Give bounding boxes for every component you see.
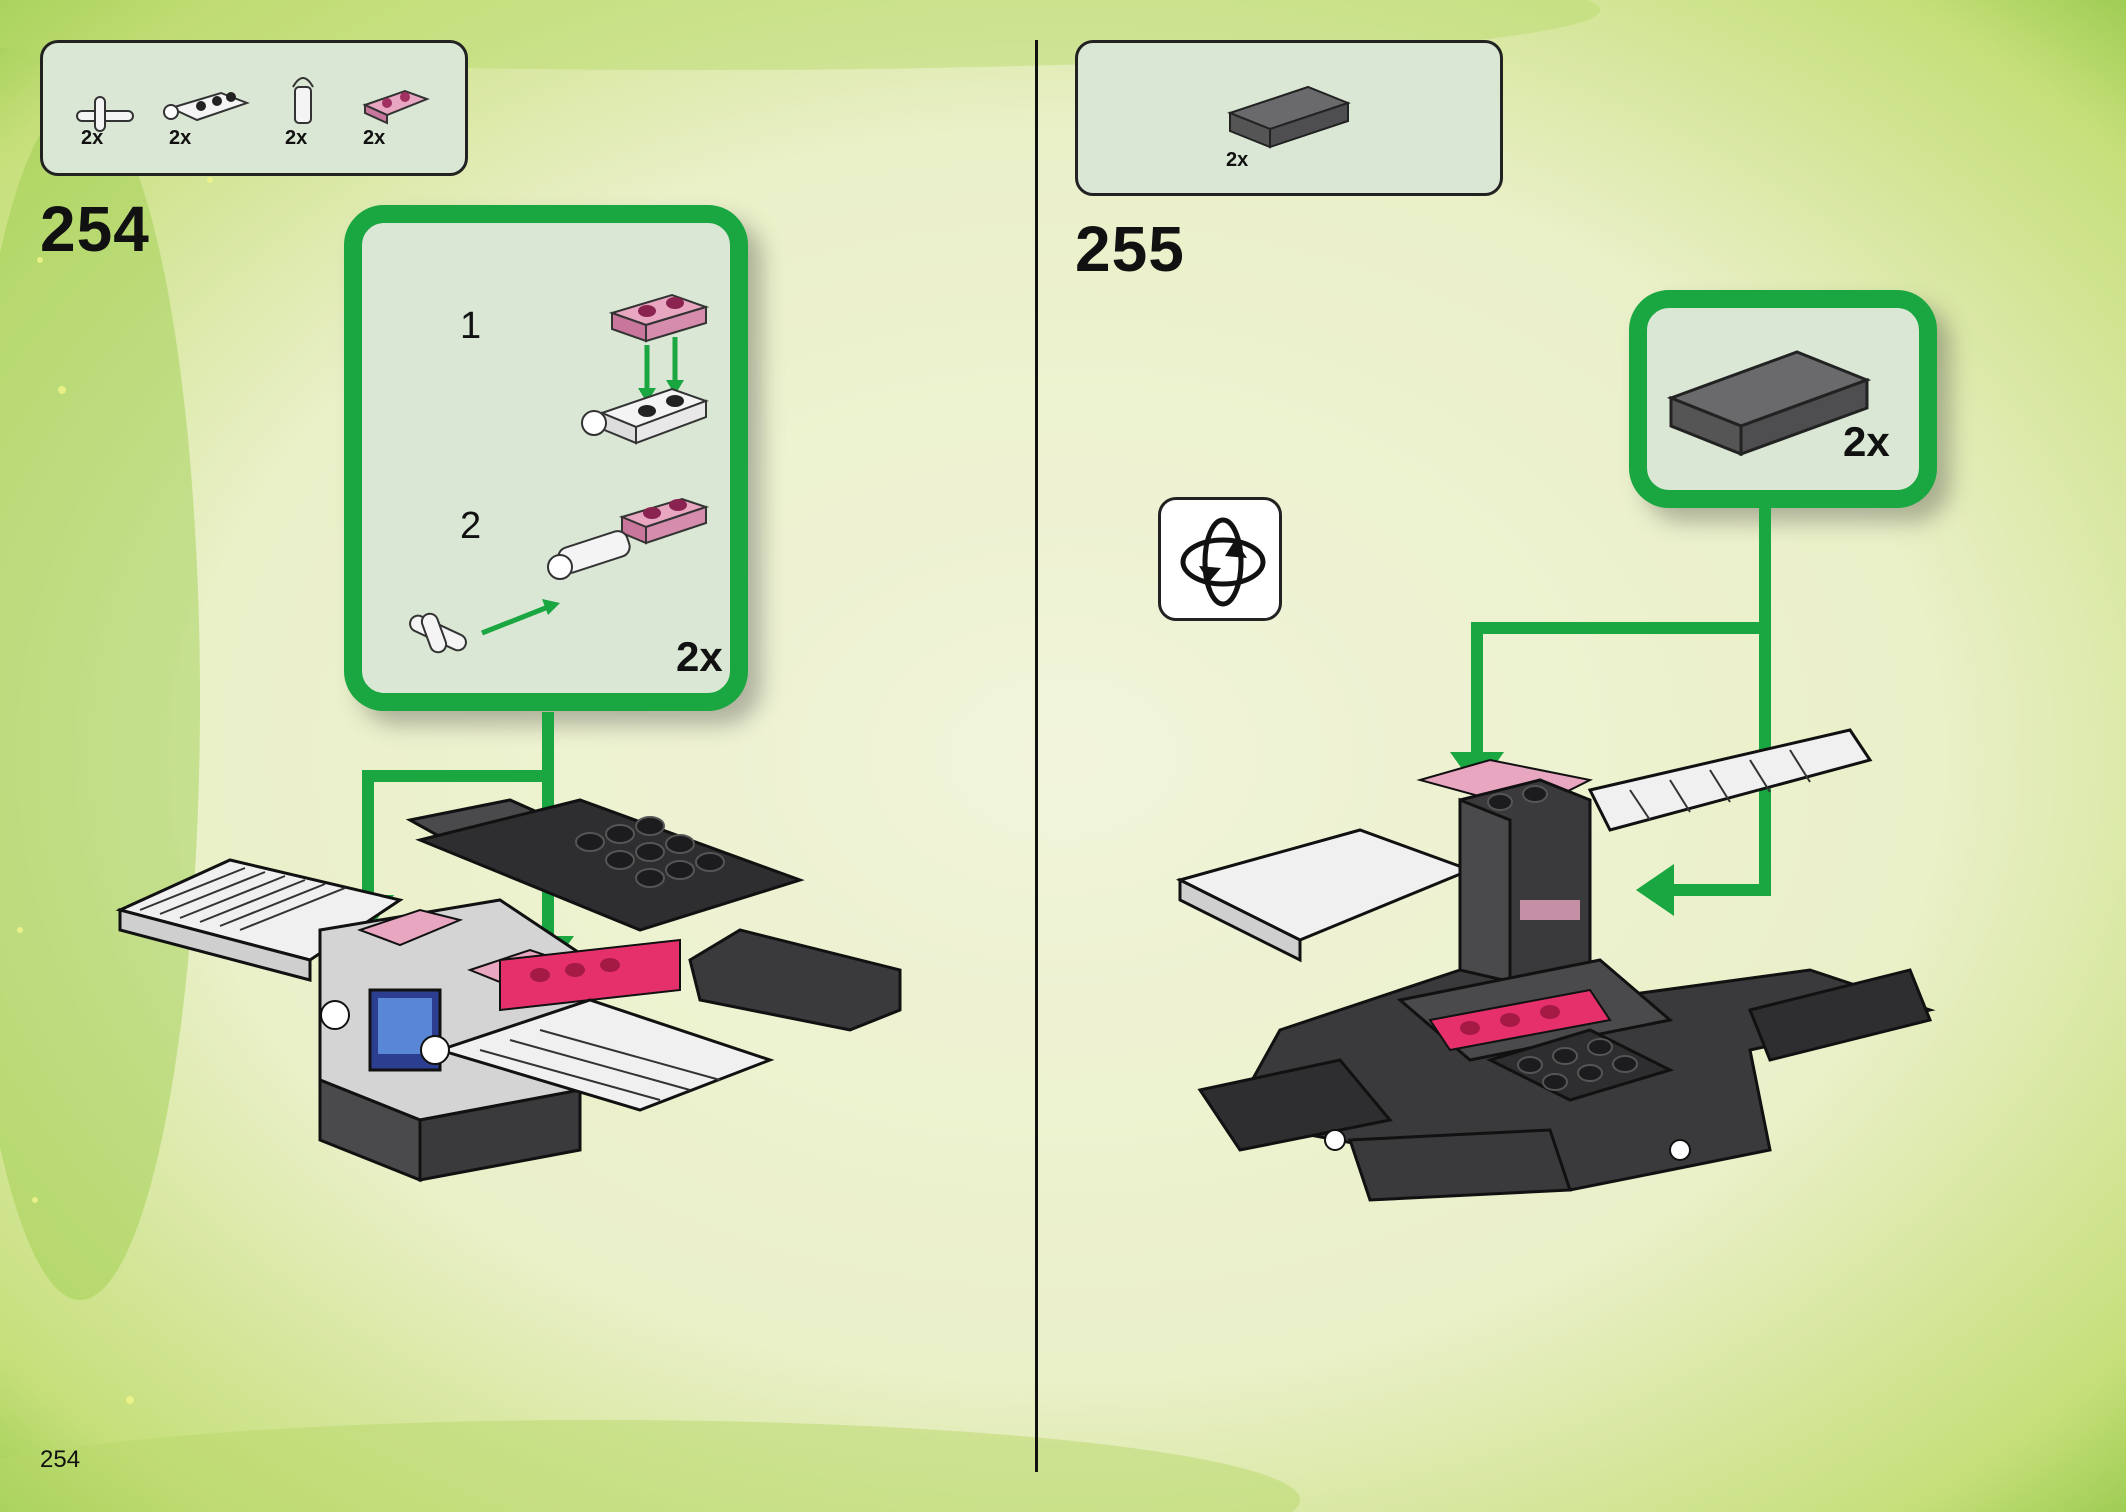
parts-list-left: 2x 2x 2x 2x bbox=[40, 40, 468, 176]
page-number: 254 bbox=[40, 1446, 81, 1473]
white-clip-plate-part-icon bbox=[163, 91, 250, 122]
white-clip-bar-part-icon bbox=[292, 77, 314, 124]
model-assembly-step-254 bbox=[115, 798, 902, 1183]
sub-assembly-callout-left: 1 2 2x bbox=[344, 205, 748, 711]
part-count: 2x bbox=[169, 127, 192, 149]
model-assembly-step-255 bbox=[1175, 728, 1936, 1202]
dark-gray-slope-part-icon bbox=[1666, 350, 1872, 457]
page-divider bbox=[1035, 40, 1038, 1472]
sub-assembly-diagram bbox=[409, 293, 710, 654]
sub-step-number: 1 bbox=[460, 305, 482, 347]
rotate-model-icon bbox=[1158, 497, 1282, 621]
sub-step-number: 2 bbox=[460, 505, 482, 547]
parts-list-right: 2x bbox=[1075, 40, 1503, 196]
pink-plate-1x2-part-icon bbox=[362, 89, 430, 125]
axle-connector-part-icon bbox=[76, 96, 134, 132]
multiplier-label: 2x bbox=[676, 633, 723, 680]
part-count: 2x bbox=[285, 127, 308, 149]
sub-assembly-callout-right: 2x bbox=[1629, 290, 1937, 508]
part-count: 2x bbox=[363, 127, 386, 149]
step-number: 255 bbox=[1075, 213, 1185, 285]
part-count: 2x bbox=[81, 127, 104, 149]
part-count: 2x bbox=[1226, 149, 1249, 171]
step-number: 254 bbox=[40, 193, 150, 265]
dark-gray-slope-part-icon bbox=[1227, 85, 1351, 149]
star-decoration-icon bbox=[17, 177, 213, 1404]
multiplier-label: 2x bbox=[1843, 418, 1890, 465]
